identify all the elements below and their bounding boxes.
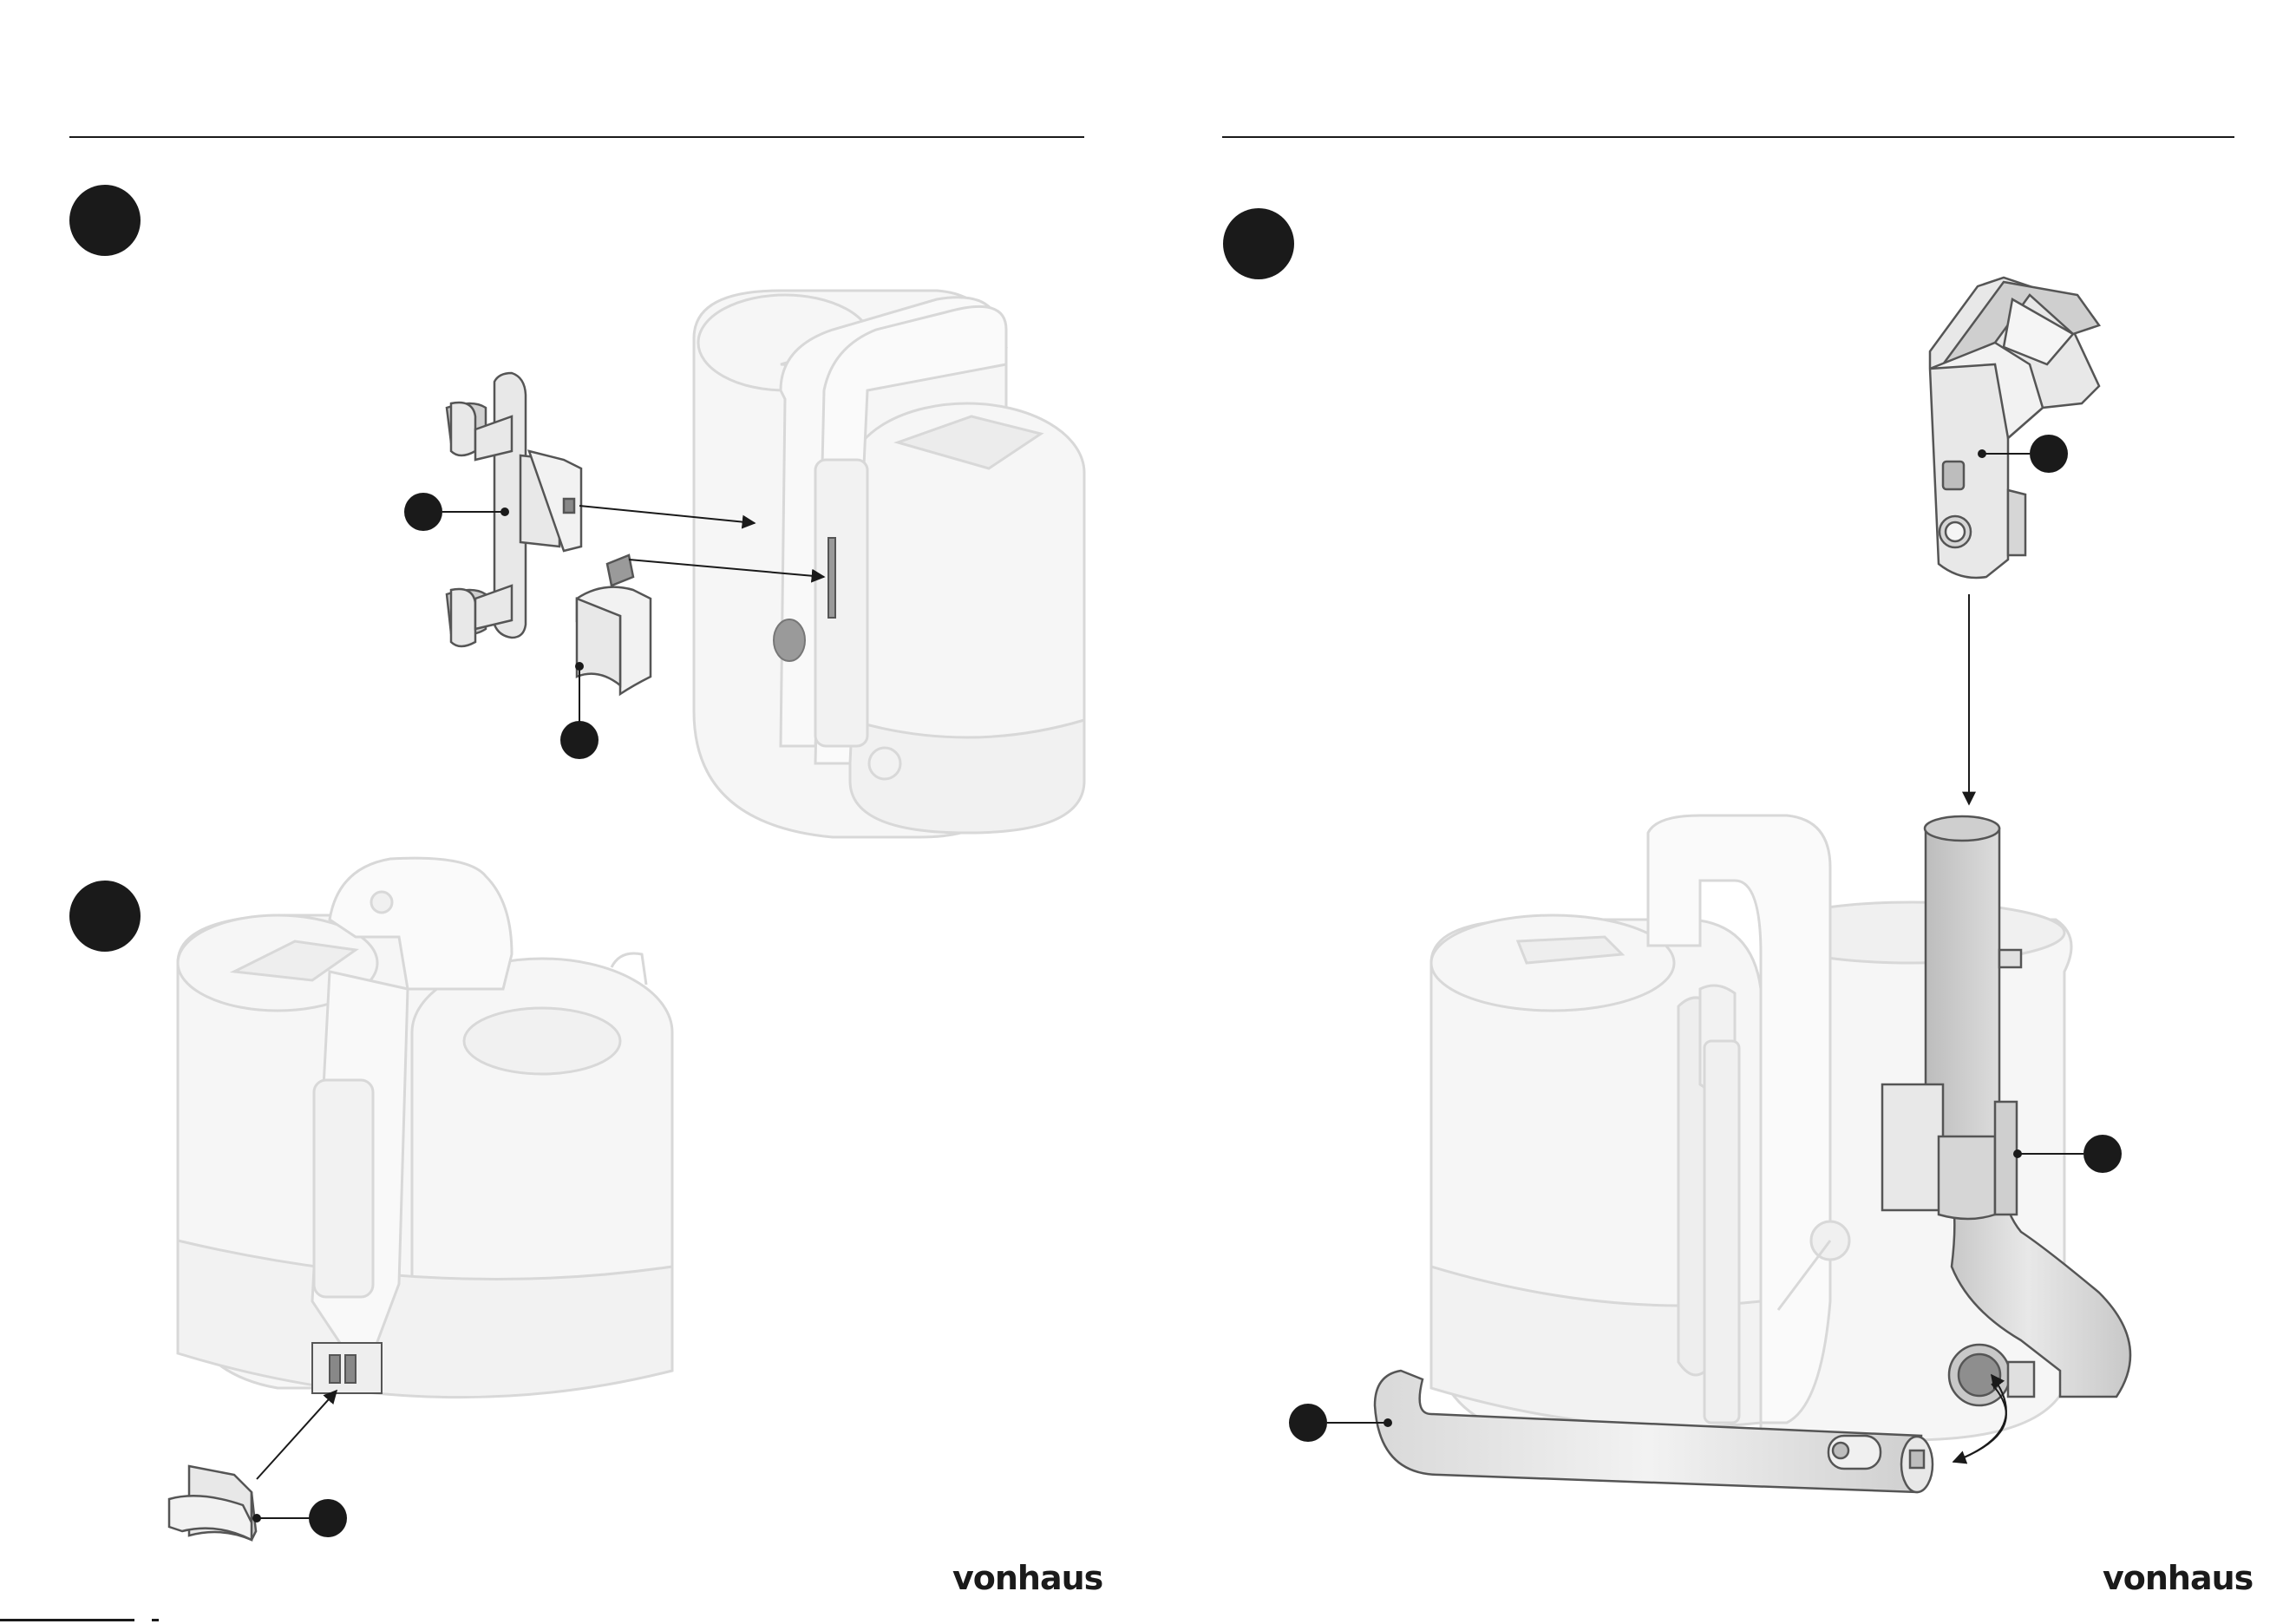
footer-rule xyxy=(0,1619,134,1621)
right-page: vonhaus xyxy=(1148,0,2296,1624)
left-page-brand-logo: vonhaus xyxy=(952,1559,1102,1597)
left-page: vonhaus xyxy=(0,0,1148,1624)
footer-mark xyxy=(152,1619,159,1621)
right-page-brand-logo: vonhaus xyxy=(2103,1559,2253,1597)
right-page-header-rule xyxy=(1222,136,2234,138)
left-page-header-rule xyxy=(69,136,1084,138)
step-marker-2 xyxy=(69,881,141,952)
step-marker-3 xyxy=(1223,208,1294,279)
step-marker-1 xyxy=(69,185,141,256)
